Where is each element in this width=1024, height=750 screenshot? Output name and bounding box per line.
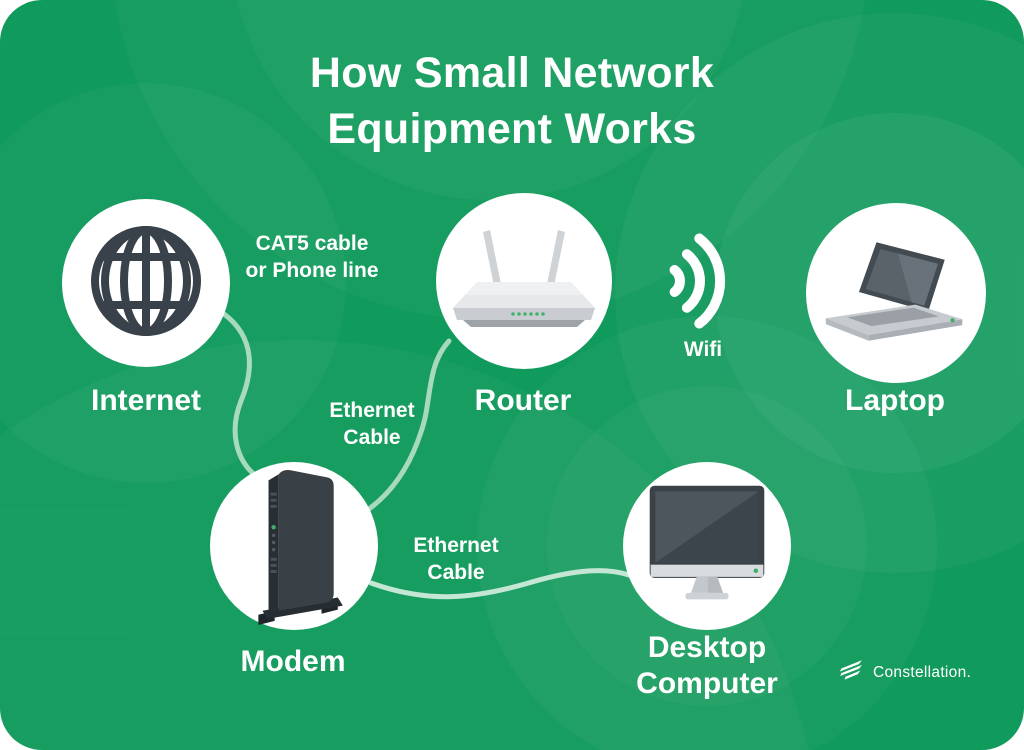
modem-label: Modem <box>240 645 346 678</box>
router-icon <box>449 226 599 337</box>
desktop-node-circle <box>623 462 791 630</box>
page-title: How Small Network Equipment Works <box>309 49 715 153</box>
desktop-monitor-icon <box>636 482 778 611</box>
modem-node-circle <box>210 462 378 630</box>
internet-node-circle <box>62 199 230 367</box>
desktop-label: Desktop Computer <box>636 631 778 700</box>
constellation-logo-text: Constellation. <box>873 663 972 681</box>
wifi-label: Wifi <box>683 338 723 361</box>
ethernet-cable-label-router-modem: Ethernet Cable <box>329 399 415 449</box>
router-label: Router <box>474 384 572 417</box>
cable-modem-desktop <box>368 568 632 600</box>
ethernet-cable-label-modem-desktop: Ethernet Cable <box>413 534 499 584</box>
cable-router-modem <box>366 338 452 512</box>
constellation-logo: Constellation. <box>838 658 971 687</box>
cat5-cable-label: CAT5 cable or Phone line <box>245 232 379 282</box>
laptop-node-circle <box>806 203 986 383</box>
laptop-label: Laptop <box>845 384 945 417</box>
modem-icon <box>238 460 350 633</box>
cable-internet-modem <box>221 311 259 479</box>
internet-label: Internet <box>90 384 202 417</box>
globe-icon <box>86 221 206 346</box>
laptop-icon <box>818 235 974 352</box>
constellation-logo-mark-icon <box>838 658 866 687</box>
router-node-circle <box>436 193 612 369</box>
wifi-signal-icon <box>668 226 742 341</box>
